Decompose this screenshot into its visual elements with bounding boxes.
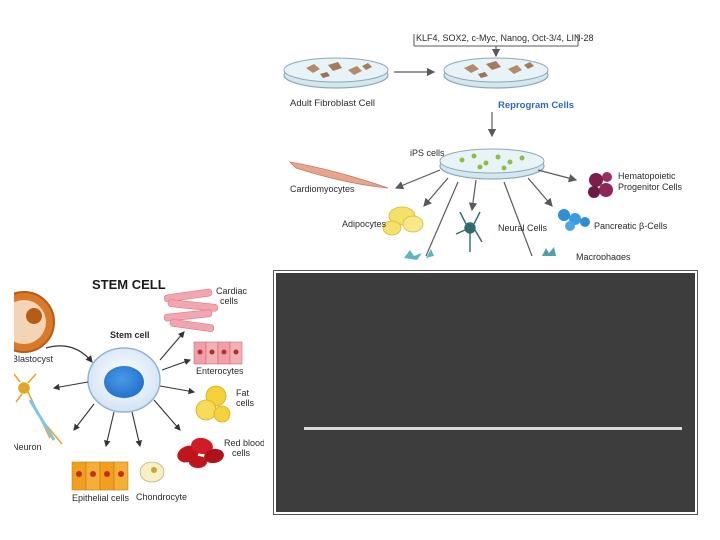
stem-title: STEM CELL [92,277,166,292]
stem-cell-label: Stem cell [110,330,150,340]
cut-label: Macrophages [576,252,631,260]
partial-cells-icon [404,247,556,260]
chondrocyte-icon [139,461,165,483]
ips-label: iPS cells [410,148,445,158]
enterocytes-icon [193,341,243,365]
to-macrophages-arrow [503,181,533,257]
stem-arrows [52,331,196,448]
factors-label: KLF4, SOX2, c-Myc, Nanog, Oct-3/4, LIN-2… [416,33,594,43]
cardiac-label-line1: Cardiac [216,286,248,296]
fat-cells-icon [195,385,231,423]
cardiac-cells-icon [163,288,219,332]
hematopoietic-label-line1: Hematopoietic [618,171,676,181]
dark-content-panel [273,270,698,515]
adipocytes-label: Adipocytes [342,219,387,229]
stem-cell-diagram: STEM CELL Blastocyst Stem cell [14,270,264,510]
to-pancreatic-arrow [527,177,553,207]
blastocyst-icon [14,291,55,353]
hematopoietic-label-line2: Progenitor Cells [618,182,683,192]
panel-divider [304,427,682,430]
blastocyst-label: Blastocyst [14,354,54,364]
neural-label: Neural Cells [498,223,548,233]
ips-diagram-svg: KLF4, SOX2, c-Myc, Nanog, Oct-3/4, LIN-2… [283,33,683,260]
neuron-icon [455,211,483,252]
ips-reprogramming-diagram: KLF4, SOX2, c-Myc, Nanog, Oct-3/4, LIN-2… [276,20,706,260]
cardiac-label-line2: cells [220,296,239,306]
stem-diagram-svg: STEM CELL Blastocyst Stem cell [14,277,264,503]
stem-nucleus-icon [104,366,144,398]
to-neural-arrow [468,179,478,212]
red-blood-cells-icon [177,437,224,468]
epithelial-cells-icon [71,461,129,491]
reprogram-label: Reprogram Cells [498,100,574,111]
epithelial-label: Epithelial cells [72,493,130,503]
to-cardiomyocytes-arrow [394,169,441,190]
enterocytes-label: Enterocytes [196,366,244,376]
fat-label-line2: cells [236,398,255,408]
fat-label-line1: Fat [236,388,250,398]
pancreatic-label: Pancreatic β-Cells [594,221,668,231]
fibroblast-dish [283,57,389,89]
to-other-arrow [425,181,459,257]
adipocyte-icon [382,206,424,236]
chondrocyte-label: Chondrocyte [136,492,187,502]
red-blood-label-line2: cells [232,448,251,458]
ips-dish [439,148,545,180]
blastocyst-arrow [45,345,93,363]
cardiomyocyte-icon [288,161,389,189]
to-hematopoietic-arrow [537,169,578,183]
cardiomyocytes-label: Cardiomyocytes [290,184,355,194]
neuron-icon [14,373,63,445]
red-blood-label-line1: Red blood [224,438,264,448]
to-adipocytes-arrow [423,177,449,207]
pancreatic-icon [558,209,590,231]
fibroblast-label: Adult Fibroblast Cell [290,98,375,109]
reprogram-dish [443,57,549,89]
neuron-label: Neuron [14,442,42,452]
hematopoietic-icon [588,172,613,198]
